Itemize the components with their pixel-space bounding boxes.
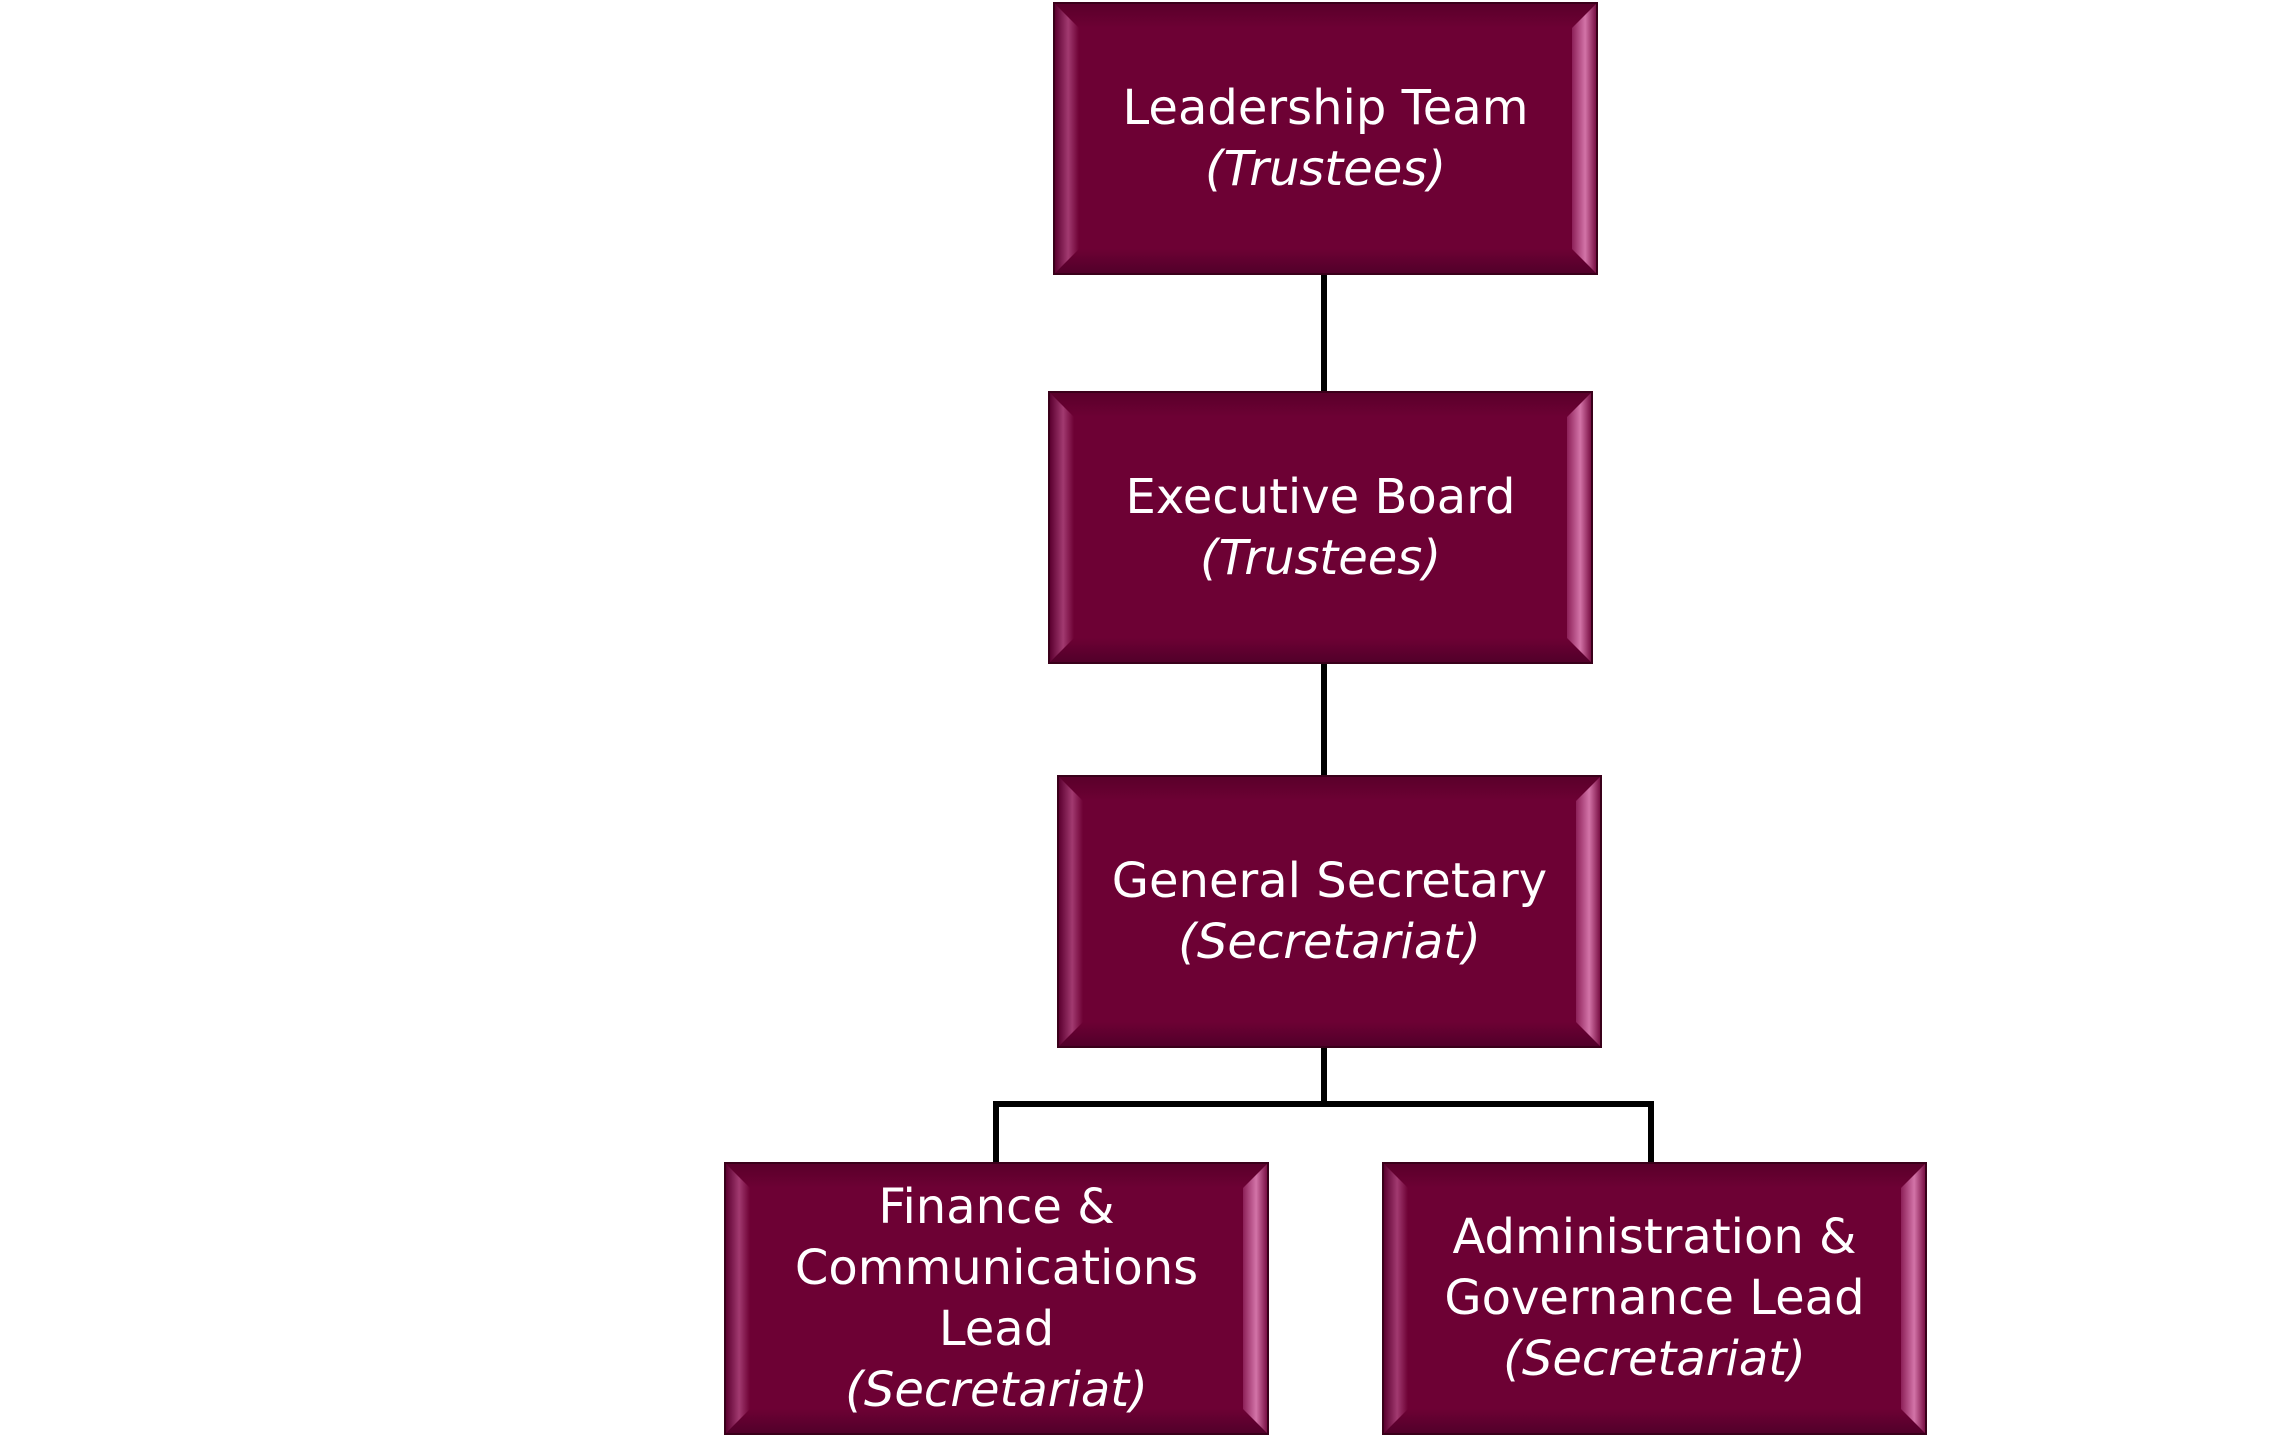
general-secretary-subtitle: (Secretariat): [1178, 913, 1481, 970]
leadership-team-title: Leadership Team: [1122, 79, 1529, 136]
administration-governance-lead-title: Administration & Governance Lead: [1444, 1209, 1865, 1326]
finance-communications-lead-node: Finance & Communications Lead (Secretari…: [724, 1162, 1269, 1435]
general-secretary-node: General Secretary (Secretariat): [1057, 775, 1602, 1048]
general-secretary-title: General Secretary: [1111, 852, 1548, 909]
finance-communications-lead-title: Finance & Communications Lead: [794, 1178, 1199, 1357]
leadership-team-node: Leadership Team (Trustees): [1053, 2, 1598, 275]
leadership-team-subtitle: (Trustees): [1204, 140, 1447, 197]
executive-board-subtitle: (Trustees): [1199, 529, 1442, 586]
administration-governance-lead-subtitle: (Secretariat): [1503, 1331, 1806, 1387]
finance-communications-lead-subtitle: (Secretariat): [845, 1361, 1148, 1418]
executive-board-title: Executive Board: [1125, 468, 1516, 525]
administration-governance-lead-node: Administration & Governance Lead (Secret…: [1382, 1162, 1927, 1435]
executive-board-node: Executive Board (Trustees): [1048, 391, 1593, 664]
